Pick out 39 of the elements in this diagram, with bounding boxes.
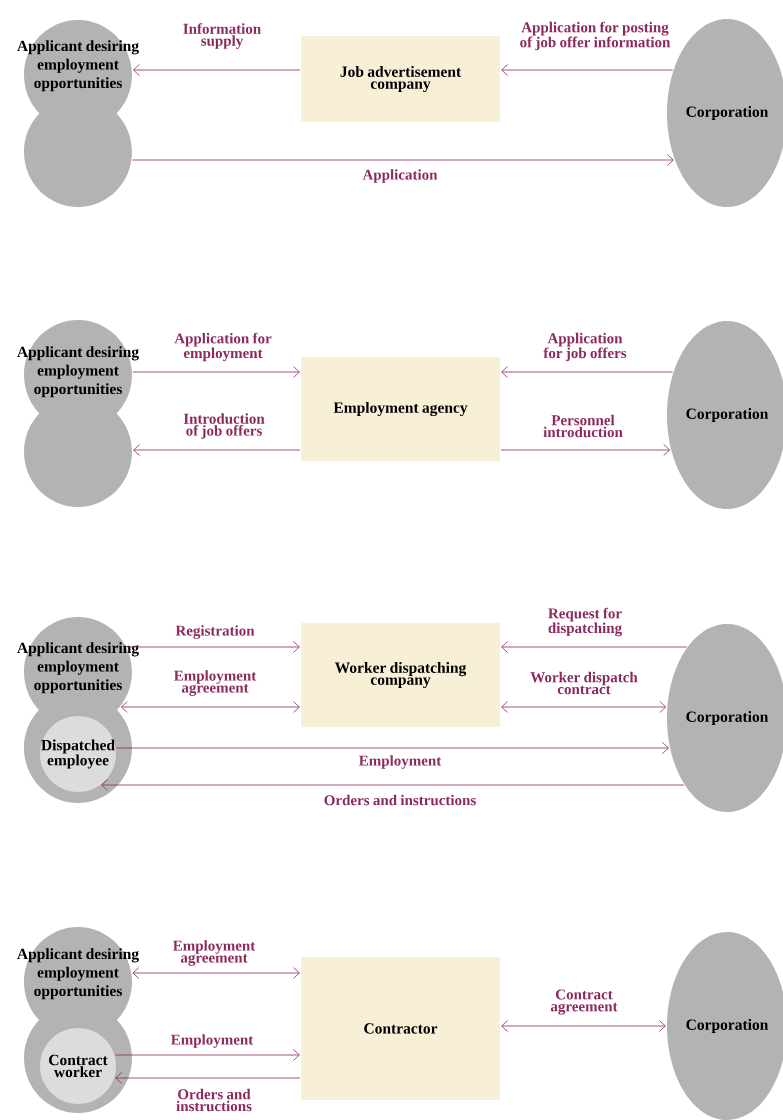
organization-box: Contractor <box>301 957 500 1100</box>
edge-label: Employment <box>359 755 442 769</box>
edge-label: Orders and instructions <box>324 794 476 806</box>
arrow <box>126 641 300 653</box>
arrow <box>116 742 669 754</box>
arrow <box>501 366 673 378</box>
arrow <box>501 701 667 713</box>
edge-label: Orders and instructions <box>176 1088 252 1112</box>
arrow <box>115 1049 300 1061</box>
arrow <box>501 1020 666 1032</box>
arrow <box>133 64 301 76</box>
edge-label: Personnel introduction <box>543 414 623 438</box>
arrow <box>120 701 300 713</box>
edge-label: Introduction of job offers <box>183 413 265 439</box>
edge-label: Information supply <box>183 23 261 49</box>
applicant-circles: Applicant desiring employment opportunities <box>17 20 139 207</box>
arrow <box>132 154 674 166</box>
organization-box: Worker dispatching company <box>301 623 500 727</box>
arrow <box>101 779 685 791</box>
arrow <box>501 64 673 76</box>
organization-box: Employment agency <box>301 357 500 461</box>
edge-label: Application <box>362 169 438 183</box>
edge-label: Employment agreement <box>174 670 257 696</box>
edge-label: Application for employment <box>174 332 272 362</box>
edge-label: Contract agreement <box>550 989 618 1015</box>
arrow <box>115 1072 301 1084</box>
arrow <box>132 366 300 378</box>
edge-label: Worker dispatch contract <box>530 671 638 695</box>
edge-label: Registration <box>175 625 255 639</box>
arrow <box>500 444 671 456</box>
edge-label: Request for dispatching <box>548 607 622 637</box>
organization-box: Job advertisement company <box>301 36 500 122</box>
edge-label: Employment agreement <box>173 940 256 966</box>
edge-label: Application for job offers <box>543 332 627 362</box>
arrow <box>133 444 301 456</box>
applicant-circles: Applicant desiring employment opportunities <box>17 320 139 507</box>
edge-label: Employment <box>171 1034 254 1048</box>
arrow <box>501 641 688 653</box>
arrow <box>132 967 300 979</box>
